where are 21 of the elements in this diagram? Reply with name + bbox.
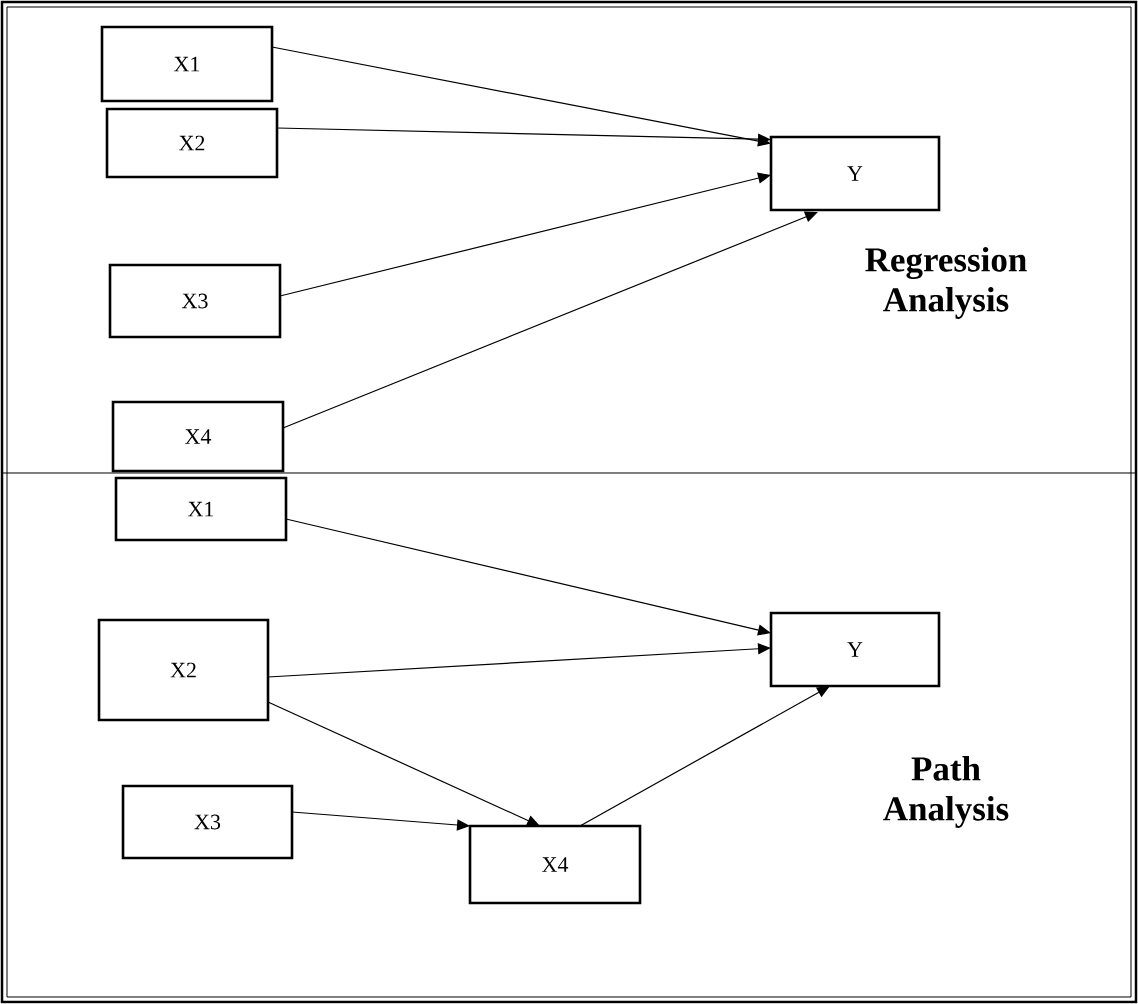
variable-box: X3	[108, 263, 282, 339]
arrow	[291, 811, 470, 831]
arrow	[579, 686, 830, 827]
arrow	[267, 701, 540, 826]
variable-box: X2	[105, 107, 279, 179]
variable-box: X3	[121, 784, 294, 860]
section-title: Regression Analysis	[865, 247, 1027, 319]
variable-box: Y	[769, 611, 941, 688]
variable-box: X1	[100, 25, 274, 103]
arrow	[267, 643, 771, 678]
variable-box: X2	[97, 618, 270, 722]
arrow	[279, 172, 771, 297]
section-title: Path Analysis	[883, 756, 1009, 828]
variable-box: X1	[114, 476, 288, 542]
arrow	[276, 127, 771, 145]
arrow	[271, 46, 771, 147]
arrow	[285, 518, 771, 636]
arrow	[282, 211, 818, 429]
variable-box: X4	[111, 400, 285, 473]
variable-box: Y	[769, 135, 941, 212]
variable-box: X4	[468, 824, 642, 905]
